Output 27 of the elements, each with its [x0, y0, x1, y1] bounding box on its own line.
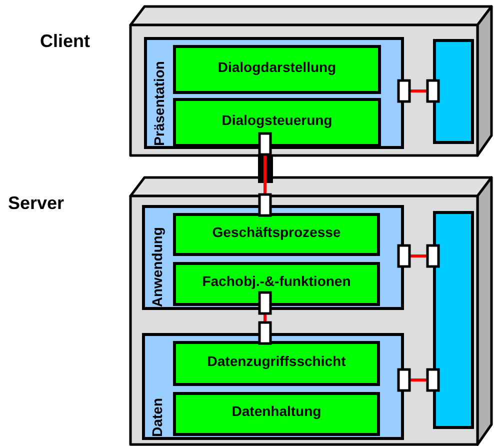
- layer-panel: [142, 205, 404, 310]
- tier-label: Client: [40, 31, 90, 52]
- tier-label: Server: [8, 193, 64, 214]
- layer-panel: [144, 37, 404, 149]
- component-label: Fachobj.-&-funktionen: [202, 273, 351, 289]
- component-box: [173, 341, 380, 386]
- port-connector: [258, 291, 272, 345]
- component-label: Dialogsteuerung: [222, 112, 332, 128]
- component-label: Dialogdarstellung: [218, 58, 336, 74]
- component-label: Geschäftsprozesse: [212, 224, 341, 240]
- layer-label: Daten: [148, 398, 166, 437]
- component-box: [173, 213, 380, 256]
- port-connector: [397, 244, 440, 268]
- layer-panel: [142, 333, 404, 440]
- port-connector: [258, 132, 272, 217]
- component-box: [173, 392, 380, 436]
- component-label: Datenzugriffsschicht: [207, 352, 346, 368]
- bus-bar: [433, 211, 474, 429]
- layer-label: Präsentation: [150, 61, 168, 146]
- component-label: Datenhaltung: [232, 403, 322, 419]
- port-connector: [397, 368, 440, 392]
- component-box: [173, 262, 380, 306]
- bus-bar: [433, 39, 474, 144]
- component-box: [173, 45, 381, 94]
- port-connector: [397, 79, 440, 103]
- layer-label: Anwendung: [148, 226, 166, 307]
- component-box: [173, 98, 381, 147]
